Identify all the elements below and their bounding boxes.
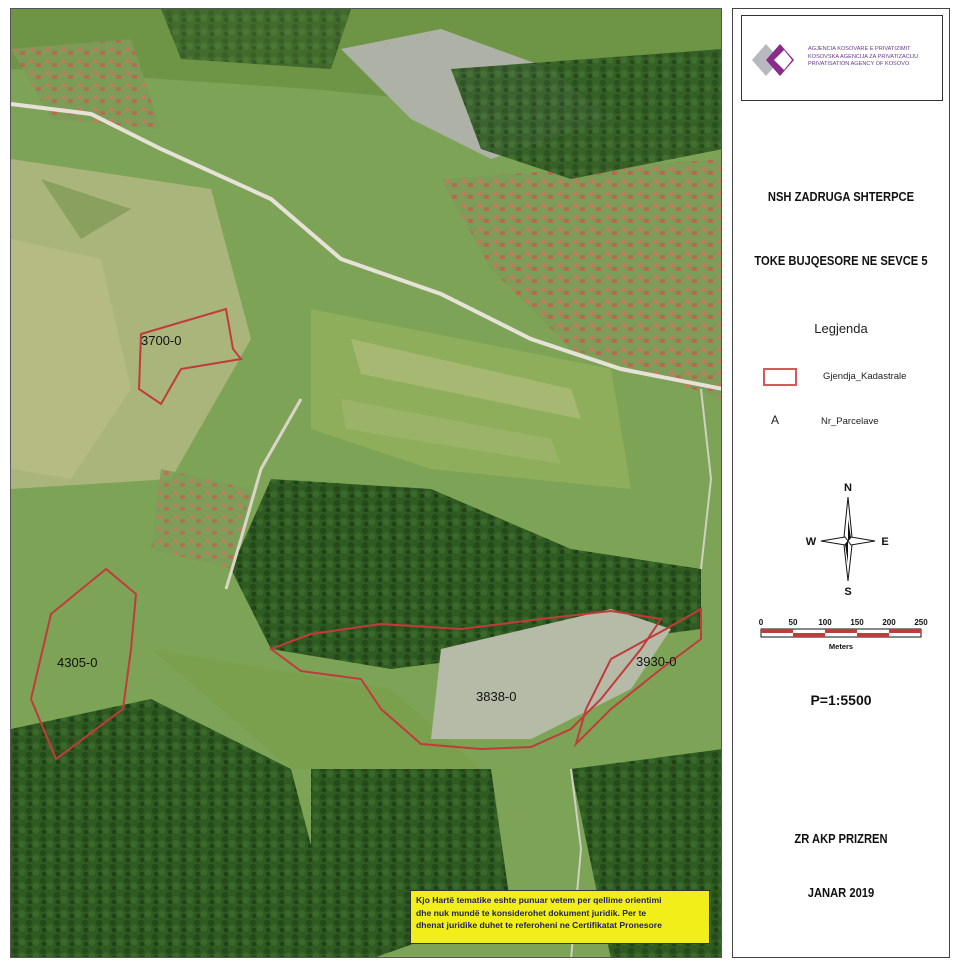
aerial-map[interactable]: 3700-0 4305-0 3838-0 3930-0 <box>10 8 722 958</box>
compass-w: W <box>806 536 817 548</box>
disclaimer-line: dhe nuk mundë te konsiderohet dokument j… <box>416 907 647 918</box>
parcel-outline-4305 <box>29 567 138 761</box>
agency-name-line: KOSOVSKA AGENCIJA ZA PRIVATIZACIJU <box>808 53 919 60</box>
parcel-outline-3700 <box>137 307 243 406</box>
agency-name-line: PRIVATISATION AGENCY OF KOSOVO <box>808 61 910 67</box>
compass-e: E <box>881 536 888 548</box>
disclaimer-line: dhenat juridike duhet te referoheni ne C… <box>416 920 662 930</box>
agency-name-line: AGJENCIA KOSOVARE E PRIVATIZIMIT <box>808 46 911 52</box>
map-title: NSH ZADRUGA SHTERPCE <box>767 189 915 204</box>
scale-tick-label: 100 <box>818 618 832 627</box>
legend-parcel-swatch <box>763 368 797 386</box>
scale-tick-label: 0 <box>759 618 764 627</box>
scale-tick-label: 200 <box>882 618 896 627</box>
north-arrow-icon: N S W E <box>806 482 889 598</box>
office-label: ZR AKP PRIZREN <box>794 831 888 846</box>
parcel-label-3930[interactable]: 3930-0 <box>636 654 677 669</box>
parcel-outline-3930 <box>573 607 702 748</box>
scale-unit-label: Meters <box>829 642 853 651</box>
scale-tick-label: 250 <box>914 618 928 627</box>
legend-symbol: A <box>771 413 780 427</box>
parcel-label-4305[interactable]: 4305-0 <box>57 655 98 670</box>
disclaimer-line: Kjo Hartë tematike eshte punuar vetem pe… <box>416 895 662 905</box>
compass-n: N <box>844 482 852 494</box>
compass-s: S <box>844 586 851 598</box>
scale-tick-label: 50 <box>789 618 798 627</box>
scale-bar: 0 50 100 150 200 250 Meters <box>759 618 928 651</box>
agency-logo-box: AGJENCIA KOSOVARE E PRIVATIZIMIT KOSOVSK… <box>741 15 943 101</box>
parcel-label-3838[interactable]: 3838-0 <box>476 689 517 704</box>
scale-ratio: P=1:5500 <box>810 692 872 708</box>
agency-name: AGJENCIA KOSOVARE E PRIVATIZIMIT KOSOVSK… <box>808 46 918 69</box>
legend-parcel-number-label: Nr_Parcelave <box>821 416 879 427</box>
date-label: JANAR 2019 <box>807 885 875 900</box>
parcel-outline-3838 <box>268 609 663 751</box>
legend-title: Legjenda <box>814 321 868 336</box>
agency-logo-icon <box>752 44 794 76</box>
legend-kadastrale-label: Gjendja_Kadastrale <box>823 371 907 382</box>
map-subtitle: TOKE BUJQESORE NE SEVCE 5 <box>754 253 928 268</box>
parcel-label-3700[interactable]: 3700-0 <box>141 333 182 348</box>
legend-panel: AGJENCIA KOSOVARE E PRIVATIZIMIT KOSOVSK… <box>732 8 950 958</box>
scale-tick-label: 150 <box>850 618 864 627</box>
map-imagery <box>11 9 721 957</box>
disclaimer-box: Kjo Hartë tematike eshte punuar vetem pe… <box>410 890 710 944</box>
